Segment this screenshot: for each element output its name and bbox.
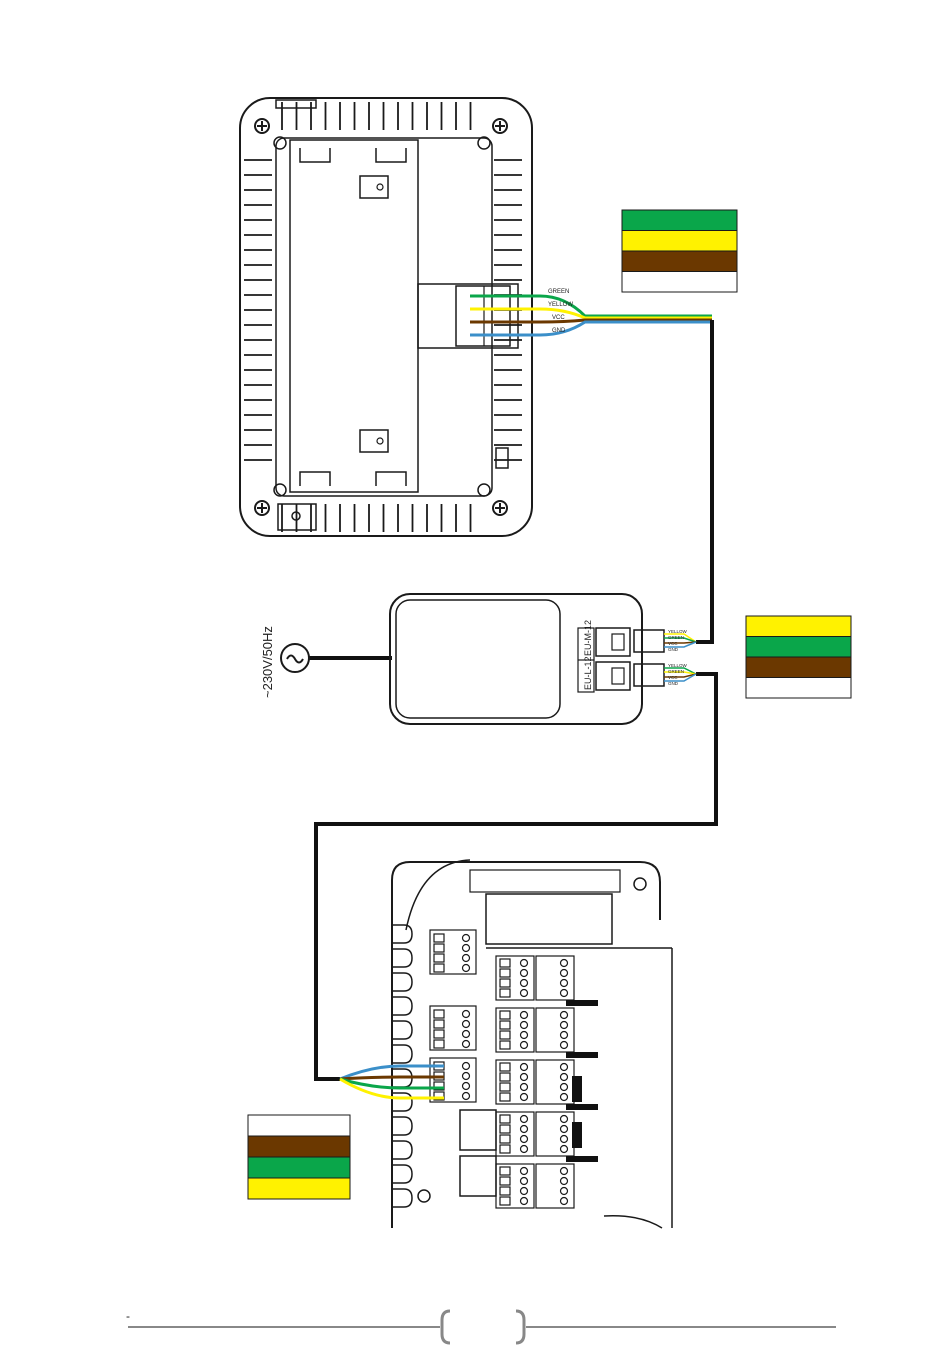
screw-icon [255, 119, 269, 133]
page-number-bracket-right [516, 1311, 524, 1343]
mount-hole [634, 878, 646, 890]
legend-swatch-white [248, 1115, 350, 1136]
connector-plug-top [634, 630, 664, 652]
mount-hole [478, 484, 490, 496]
signal-cables [300, 320, 716, 1079]
bottom-label-gnd: GND [668, 681, 679, 686]
mount-hole [418, 1190, 430, 1202]
bottom-label-vcc: VCC [668, 675, 678, 680]
panel-outer-frame [240, 98, 532, 536]
wire-green [470, 296, 712, 316]
port-label-top: EU-M-12 [583, 620, 593, 656]
color-legend-mid [746, 616, 851, 698]
panel-connector-housing [418, 284, 518, 348]
legend-swatch-yellow [746, 616, 851, 637]
ac-source-icon [281, 644, 309, 672]
wire-label-vcc: VCC [552, 315, 565, 321]
panel-mount-plate [290, 140, 418, 492]
power-supply-body [390, 594, 642, 724]
power-supply [390, 594, 664, 724]
mains-voltage-label: ~230V/50Hz [260, 626, 275, 698]
legend-swatch-yellow [248, 1178, 350, 1199]
control-panel-rear [240, 98, 532, 536]
color-legend-bottom [248, 1115, 350, 1199]
wire-yellow [470, 309, 712, 318]
rj-port-top [596, 628, 630, 656]
screw-icon [493, 119, 507, 133]
controller-label-bars [566, 1000, 598, 1162]
legend-swatch-brown [622, 251, 737, 272]
page-footer: - [126, 1309, 836, 1343]
wire-label-yellow: YELLOW [548, 302, 573, 308]
footer-dash: - [126, 1309, 130, 1323]
legend-swatch-green [746, 637, 851, 658]
connector-plug-bottom [634, 664, 664, 686]
bracket-top [300, 148, 406, 162]
legend-swatch-brown [746, 657, 851, 678]
screw-icon [493, 501, 507, 515]
mount-hole [478, 137, 490, 149]
main-controller [392, 860, 672, 1228]
clip-bottom [360, 430, 388, 452]
legend-swatch-green [248, 1157, 350, 1178]
port-label-bottom: EU-L-12 [583, 656, 593, 690]
legend-swatch-yellow [622, 231, 737, 252]
bracket-bottom [300, 472, 406, 486]
cable-panel-to-supply [696, 320, 712, 642]
screw-icon [255, 501, 269, 515]
legend-swatch-white [622, 272, 737, 293]
rj-socket [460, 1156, 496, 1196]
cable-supply-to-controller [316, 674, 716, 1079]
transformer [486, 894, 612, 944]
rj-port-bottom [596, 662, 630, 690]
wire-label-green: GREEN [548, 289, 569, 295]
top-label-yellow: YELLOW [668, 629, 688, 634]
page-number-bracket-left [442, 1311, 450, 1343]
legend-swatch-white [746, 678, 851, 699]
panel-adjust-knob [496, 448, 508, 468]
panel-wires [470, 296, 712, 335]
top-label-vcc: VCC [668, 641, 678, 646]
legend-swatch-brown [248, 1136, 350, 1157]
clip-top [360, 176, 388, 198]
wire-gnd [470, 322, 712, 335]
controller-outline [392, 862, 660, 1228]
wire-label-gnd: GND [552, 328, 566, 334]
legend-swatch-green [622, 210, 737, 231]
bottom-label-green: GREEN [668, 669, 684, 674]
panel-inner-frame [276, 138, 492, 496]
power-supply-face [396, 600, 560, 718]
rj-socket [460, 1110, 496, 1150]
bottom-label-yellow: YELLOW [668, 663, 688, 668]
top-label-gnd: GND [668, 647, 679, 652]
color-legend-top [622, 210, 737, 292]
transformer-cap [470, 870, 620, 892]
top-label-green: GREEN [668, 635, 684, 640]
